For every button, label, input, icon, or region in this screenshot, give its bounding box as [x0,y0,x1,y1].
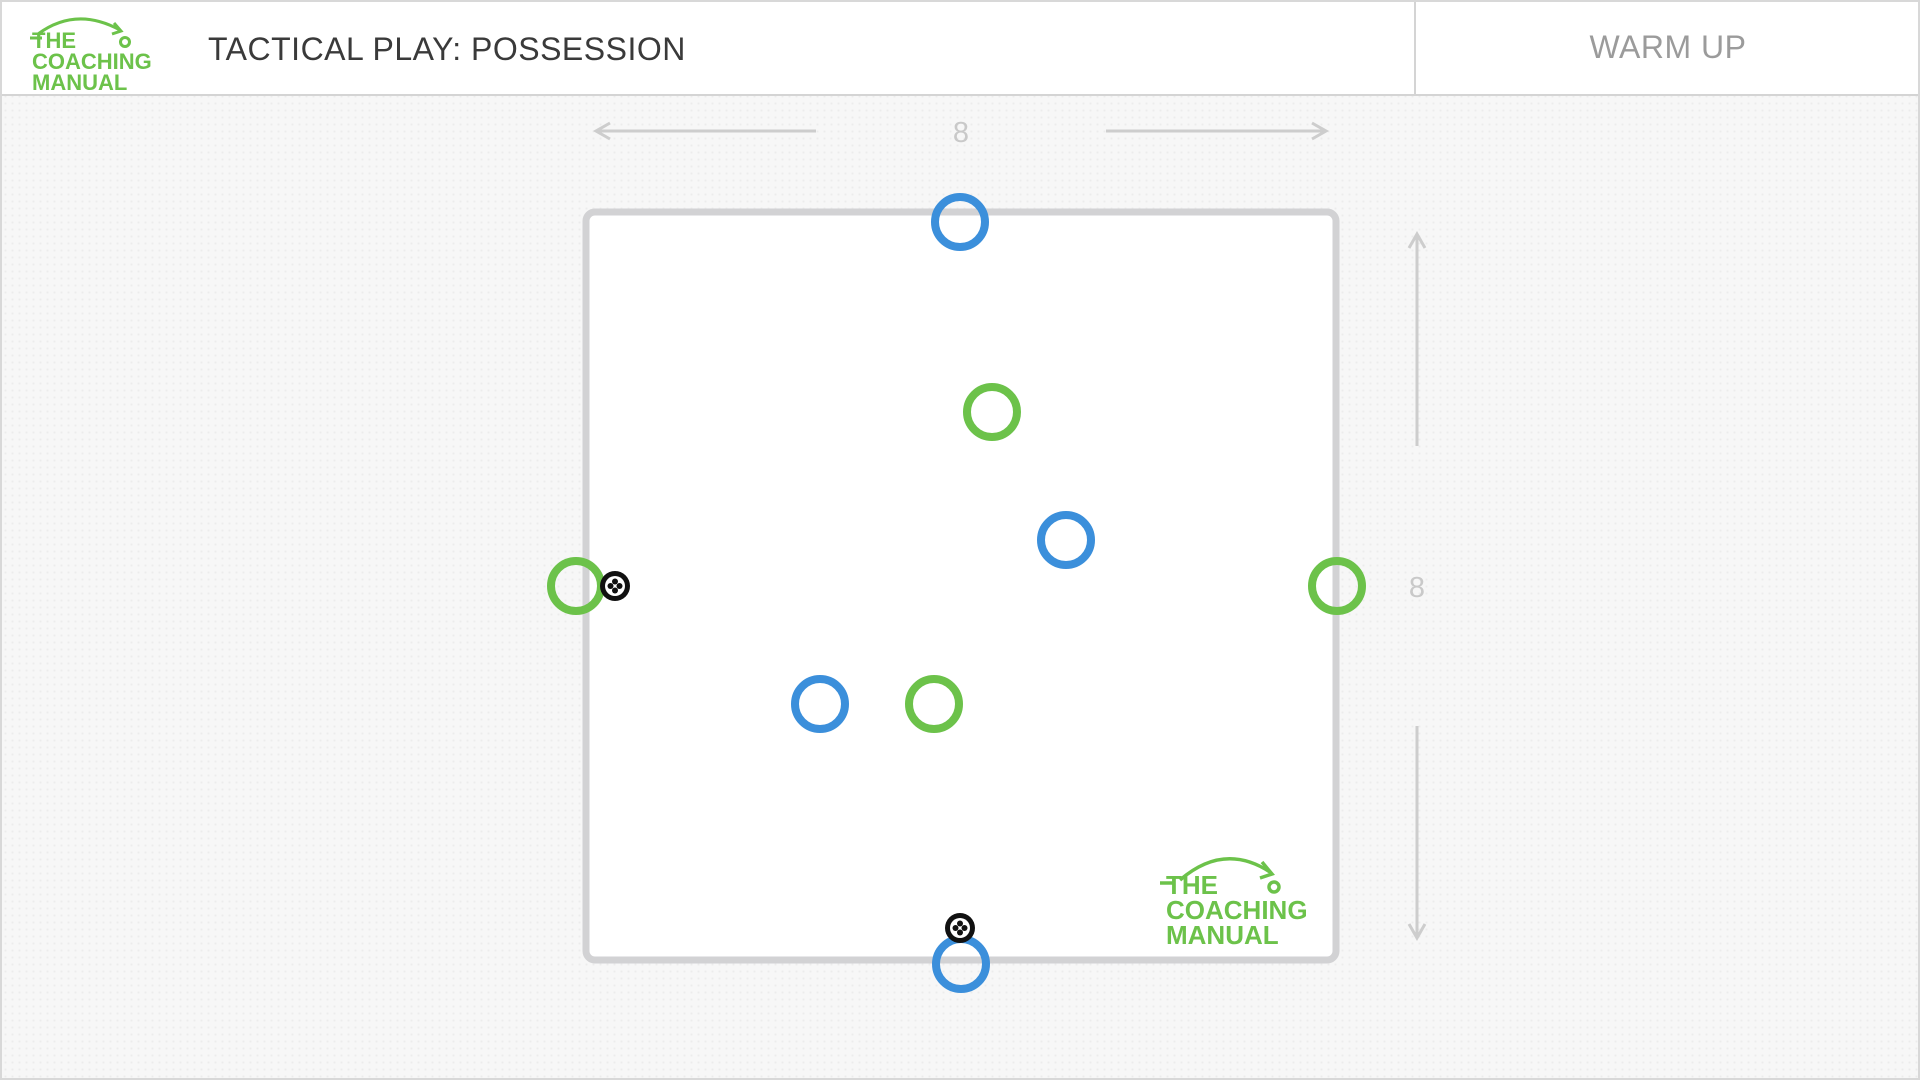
watermark-logo: THE COACHING MANUAL [1160,857,1308,950]
logo-arc [37,17,121,36]
watermark-arrowhead [1259,860,1275,880]
logo-line-1: THE [32,28,76,53]
arrow-left-icon [592,121,611,141]
watermark-line-3: MANUAL [1166,920,1279,950]
header-bar: THE COACHING MANUAL TACTICAL PLAY: POSSE… [2,2,1918,96]
arrow-right-icon [1311,121,1330,141]
coaching-manual-logo: THE COACHING MANUAL [30,17,152,92]
logo-ball [119,36,131,48]
logo-line-2: COACHING [32,49,152,74]
blue-player-top[interactable] [931,193,989,251]
watermark-line-2: COACHING [1166,895,1308,925]
watermark-ball [1267,880,1281,894]
blue-player-lower-left[interactable] [791,675,849,733]
green-player-upper[interactable] [963,383,1021,441]
width-dimension: 8 [592,117,1330,149]
arrow-down-icon [1407,923,1427,942]
page-title: TACTICAL PLAY: POSSESSION [208,31,686,67]
blue-player-center[interactable] [1037,511,1095,569]
height-label: 8 [1409,572,1425,604]
green-player-right[interactable] [1308,557,1366,615]
height-dimension: 8 [1407,230,1427,942]
section-label: WARM UP [1589,29,1747,65]
logo-arrowhead [111,22,124,36]
green-player-lower[interactable] [905,675,963,733]
ball-icon-bottom[interactable] [945,913,975,943]
watermark-arc [1178,857,1271,882]
header-divider [1414,2,1416,94]
width-label: 8 [953,117,969,149]
pitch-area [582,208,1340,964]
arrow-up-icon [1407,230,1427,249]
logo-line-3: MANUAL [32,70,127,92]
watermark-line-1: THE [1166,870,1218,900]
ball-icon-left[interactable] [600,571,630,601]
